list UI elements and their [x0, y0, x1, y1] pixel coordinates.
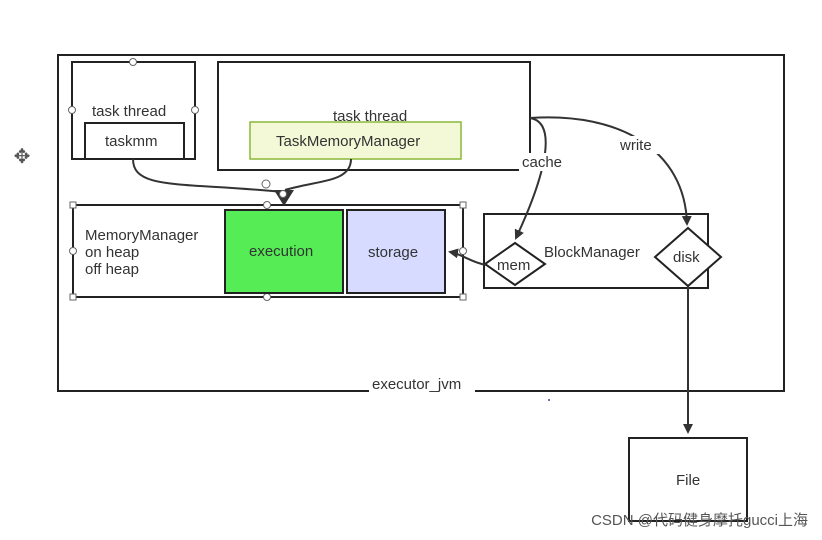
write-label-bg	[617, 136, 659, 154]
watermark: CSDN @代码健身摩托gucci上海	[591, 512, 808, 529]
selection-handle[interactable]	[69, 247, 77, 255]
selection-handle[interactable]	[68, 106, 76, 114]
selection-handle[interactable]	[459, 201, 467, 209]
execution-label: execution	[249, 243, 314, 260]
stray-dot	[548, 399, 550, 401]
file-label: File	[676, 472, 701, 489]
off-heap-label: off heap	[85, 261, 139, 278]
cache-label: cache	[522, 154, 563, 171]
mem-to-storage-edge[interactable]	[448, 248, 487, 266]
selection-handle[interactable]	[69, 293, 77, 301]
cache-edge[interactable]	[514, 117, 547, 240]
task-thread-right-box[interactable]	[217, 61, 531, 171]
task-memory-manager-label: TaskMemoryManager	[276, 133, 421, 150]
file-box[interactable]	[628, 437, 748, 522]
selection-handle[interactable]	[459, 247, 467, 255]
task-memory-manager-to-memory-manager-edge[interactable]	[284, 158, 352, 191]
selection-handle[interactable]	[69, 201, 77, 209]
mem-label: mem	[497, 257, 531, 274]
taskmm-to-memory-manager-edge[interactable]	[132, 158, 284, 193]
memory-manager-label: MemoryManager	[85, 227, 199, 244]
executor-label-bg	[369, 376, 475, 394]
task-memory-manager-box[interactable]	[249, 121, 462, 160]
selection-handle[interactable]	[261, 179, 271, 189]
selection-handle[interactable]	[263, 293, 271, 301]
task-thread-right-label: task thread	[333, 108, 408, 125]
taskmm-label: taskmm	[105, 133, 158, 150]
on-heap-label: on heap	[85, 244, 140, 261]
storage-label: storage	[368, 244, 419, 261]
block-manager-label: BlockManager	[544, 244, 640, 261]
move-icon[interactable]: ✥	[13, 146, 31, 168]
selection-handle[interactable]	[191, 106, 199, 114]
cache-label-bg	[519, 153, 565, 171]
write-label: write	[620, 137, 652, 154]
selection-handle[interactable]	[129, 58, 137, 66]
task-thread-left-label: task thread	[92, 103, 167, 120]
selection-handle[interactable]	[459, 293, 467, 301]
selection-handle[interactable]	[279, 190, 287, 198]
selection-handle[interactable]	[263, 201, 271, 209]
mem-diamond[interactable]	[483, 241, 547, 287]
storage-box[interactable]	[346, 209, 446, 294]
disk-label: disk	[673, 249, 700, 266]
execution-box[interactable]	[224, 209, 344, 294]
executor-jvm-label: executor_jvm	[372, 376, 462, 393]
taskmm-box[interactable]	[84, 122, 185, 160]
